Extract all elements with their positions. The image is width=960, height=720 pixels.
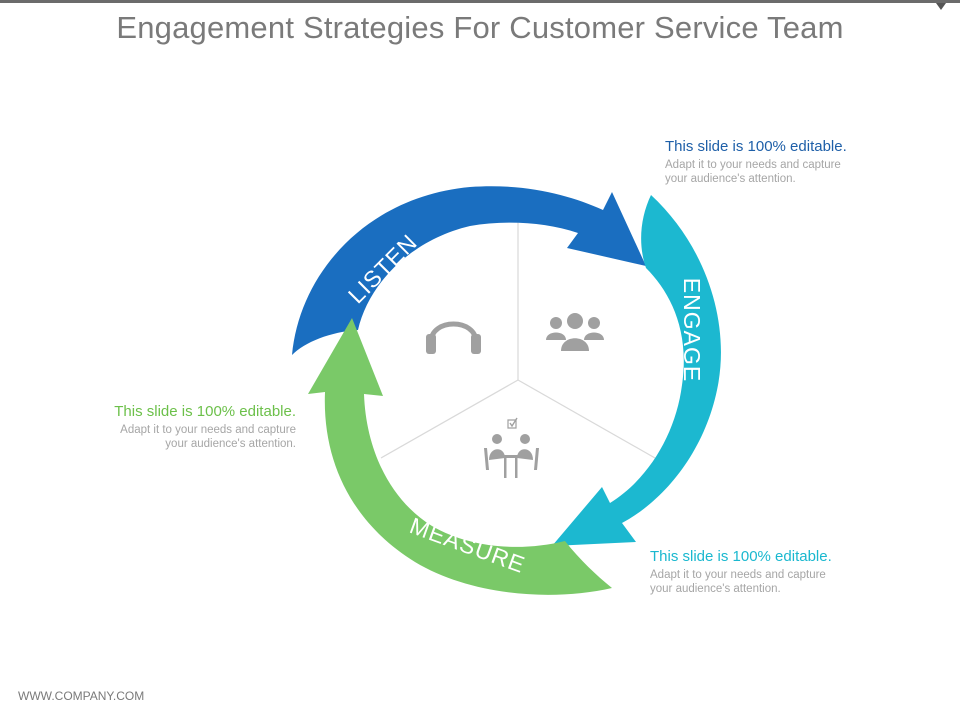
headphones-icon [426, 321, 481, 354]
dropdown-notch-icon [936, 3, 946, 10]
top-bar [0, 0, 960, 3]
group-icon [546, 313, 604, 351]
engage-arrow [552, 195, 721, 546]
callout-listen: This slide is 100% editable. Adapt it to… [650, 548, 890, 596]
footer-website: WWW.COMPANY.COM [18, 689, 145, 703]
divider-right [517, 379, 656, 459]
divider-left [380, 379, 519, 459]
slide-title: Engagement Strategies For Customer Servi… [116, 10, 844, 45]
engage-label: ENGAGE [679, 278, 705, 382]
callout-measure-heading: This slide is 100% editable. [114, 403, 296, 420]
callout-measure-body: Adapt it to your needs and capture your … [120, 424, 296, 450]
callout-engage-body: Adapt it to your needs and capture your … [665, 159, 841, 185]
meeting-icon [484, 417, 539, 478]
callout-listen-body: Adapt it to your needs and capture your … [650, 569, 826, 595]
callout-engage: This slide is 100% editable. Adapt it to… [665, 138, 905, 186]
measure-arrow [308, 318, 612, 595]
callout-listen-heading: This slide is 100% editable. [650, 548, 832, 565]
callout-measure: This slide is 100% editable. Adapt it to… [56, 403, 296, 451]
callout-engage-heading: This slide is 100% editable. [665, 138, 847, 155]
listen-arrow [292, 186, 646, 355]
